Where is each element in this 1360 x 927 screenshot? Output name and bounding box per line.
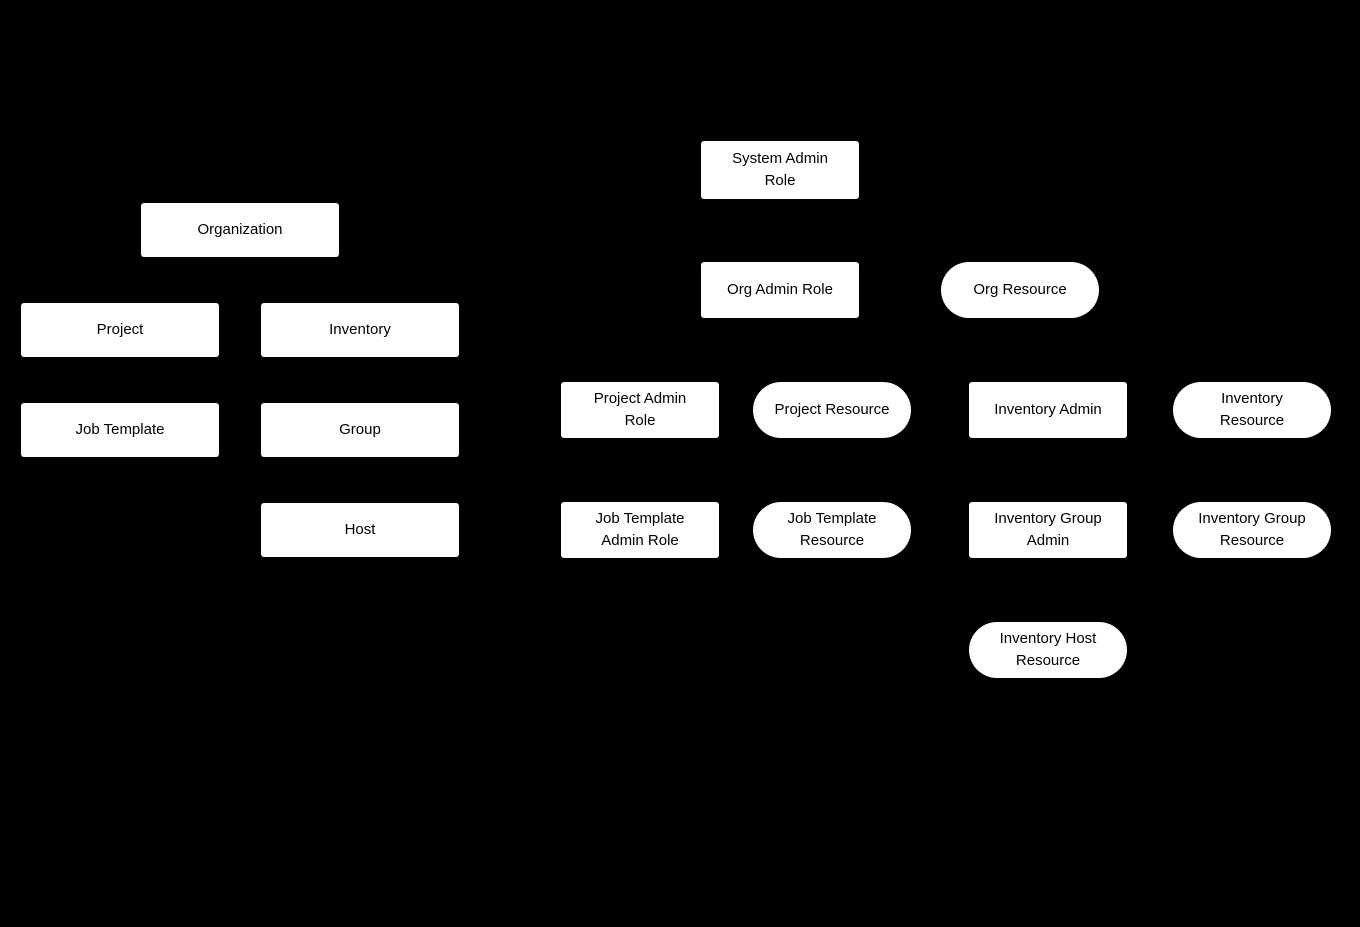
- node-label-organization: Organization: [197, 221, 283, 238]
- node-inventory-resource: Inventory Resource: [1173, 382, 1331, 438]
- node-label-project: Project: [96, 321, 144, 338]
- node-org-resource: Org Resource: [941, 262, 1099, 318]
- node-org-admin-role: Org Admin Role: [701, 262, 859, 318]
- node-label-group: Group: [339, 421, 381, 438]
- node-label-inventory-group-admin: Inventory Group Admin: [994, 510, 1102, 549]
- node-label-system-admin-role: System Admin Role: [732, 150, 828, 189]
- node-job-template-admin-role: Job Template Admin Role: [561, 502, 719, 558]
- node-job-template: Job Template: [21, 403, 219, 457]
- node-inventory-group-admin: Inventory Group Admin: [969, 502, 1127, 558]
- node-label-inventory-host-resource: Inventory Host Resource: [999, 630, 1097, 669]
- node-project-resource: Project Resource: [753, 382, 911, 438]
- node-project-admin-role: Project Admin Role: [561, 382, 719, 438]
- node-label-project-resource: Project Resource: [774, 401, 890, 418]
- node-label-job-template-admin-role: Job Template Admin Role: [595, 510, 685, 549]
- node-label-inventory: Inventory: [329, 321, 391, 338]
- node-organization: Organization: [141, 203, 339, 257]
- node-group: Group: [261, 403, 459, 457]
- node-label-host: Host: [344, 521, 376, 538]
- node-label-job-template-resource: Job Template Resource: [787, 510, 877, 549]
- node-label-job-template: Job Template: [75, 421, 165, 438]
- node-project: Project: [21, 303, 219, 357]
- node-label-project-admin-role: Project Admin Role: [593, 390, 687, 429]
- node-system-admin-role: System Admin Role: [701, 141, 859, 199]
- node-host: Host: [261, 503, 459, 557]
- node-inventory: Inventory: [261, 303, 459, 357]
- node-label-org-admin-role: Org Admin Role: [727, 281, 833, 298]
- node-label-org-resource: Org Resource: [973, 281, 1067, 298]
- node-inventory-host-resource: Inventory Host Resource: [969, 622, 1127, 678]
- node-label-inventory-admin: Inventory Admin: [994, 401, 1102, 418]
- node-job-template-resource: Job Template Resource: [753, 502, 911, 558]
- node-label-inventory-group-resource: Inventory Group Resource: [1198, 510, 1306, 549]
- node-label-inventory-resource: Inventory Resource: [1219, 390, 1285, 429]
- node-inventory-group-resource: Inventory Group Resource: [1173, 502, 1331, 558]
- node-inventory-admin: Inventory Admin: [969, 382, 1127, 438]
